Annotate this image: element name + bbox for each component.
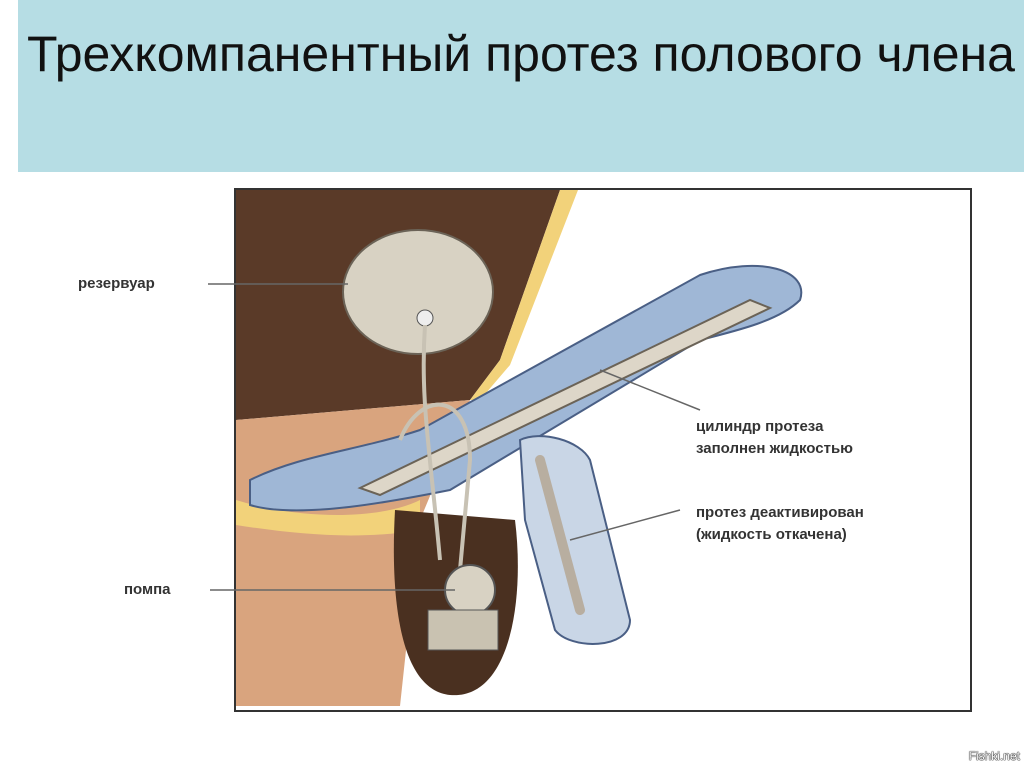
slide-title: Трехкомпанентный протез полового члена	[27, 26, 1015, 82]
label-cylinder-line1: цилиндр протеза	[696, 418, 824, 435]
label-deactivated-line2: (жидкость откачена)	[696, 526, 847, 543]
label-deactivated-line1: протез деактивирован	[696, 504, 864, 521]
penis-erect	[249, 264, 803, 512]
reservoir	[342, 229, 494, 355]
label-cylinder-line2: заполнен жидкостью	[696, 440, 853, 457]
label-pump: помпа	[124, 581, 171, 598]
label-reservoir: резервуар	[78, 275, 155, 292]
cylinder-inflated	[357, 298, 773, 497]
title-banner: Трехкомпанентный протез полового члена	[18, 0, 1024, 172]
watermark: Fishki.net	[968, 749, 1020, 763]
leader-lines	[208, 283, 701, 591]
tubing	[398, 324, 473, 571]
penis-flaccid	[518, 435, 632, 645]
